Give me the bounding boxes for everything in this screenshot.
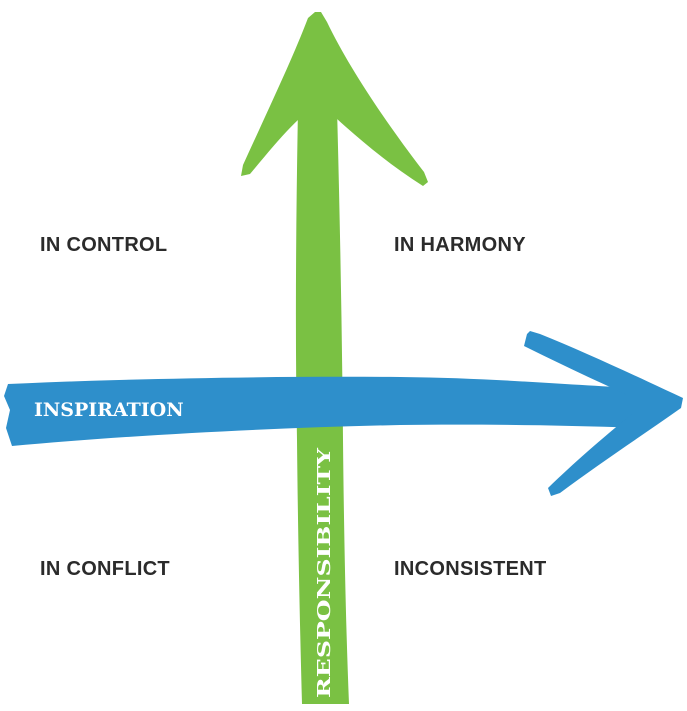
quadrant-bottom-right-label: INCONSISTENT xyxy=(394,558,547,580)
responsibility-arrowhead xyxy=(241,12,428,186)
quadrant-bottom-left-label: IN CONFLICT xyxy=(40,558,170,580)
inspiration-arrowhead xyxy=(524,331,683,496)
responsibility-label: RESPONSIBILITY xyxy=(314,446,335,698)
quadrant-top-right-label: IN HARMONY xyxy=(394,234,526,256)
inspiration-arrow xyxy=(4,331,683,496)
inspiration-arrow-shaft xyxy=(4,376,640,446)
quadrant-top-left-label: IN CONTROL xyxy=(40,234,167,256)
inspiration-label: INSPIRATION xyxy=(34,399,184,421)
